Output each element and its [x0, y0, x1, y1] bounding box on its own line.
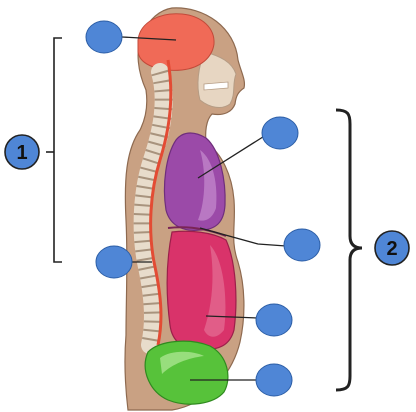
bracket-ventral — [335, 108, 363, 392]
answer-marker-abdominal[interactable] — [255, 303, 293, 337]
brain-cranial-cavity — [137, 13, 215, 71]
group-marker-2 — [374, 230, 410, 266]
vertebral-column-segments — [133, 69, 173, 347]
leader-line-thoracic — [197, 134, 267, 179]
group-marker-1 — [4, 134, 40, 170]
group-label-1: 1 — [16, 142, 27, 164]
skull-shape — [197, 51, 237, 108]
thoracic-highlight — [198, 150, 217, 221]
answer-marker-diaphragm[interactable] — [283, 228, 321, 262]
pelvic-highlight — [160, 351, 204, 374]
abdominal-cavity — [166, 230, 237, 351]
thoracic-cavity — [163, 132, 226, 231]
jaw-teeth — [203, 81, 229, 91]
group-label-2: 2 — [386, 238, 397, 260]
abdominal-highlight — [204, 245, 226, 337]
spinal-cord — [149, 59, 173, 346]
bracket-dorsal — [53, 37, 62, 263]
leader-line-abdominal — [205, 315, 259, 319]
leader-line-diaphragm — [199, 227, 287, 247]
answer-marker-cranial[interactable] — [85, 20, 123, 54]
answer-marker-vertebral[interactable] — [95, 245, 133, 279]
answer-marker-pelvic[interactable] — [255, 363, 293, 397]
answer-marker-thoracic[interactable] — [261, 116, 299, 150]
leader-line-cranial — [121, 36, 177, 41]
